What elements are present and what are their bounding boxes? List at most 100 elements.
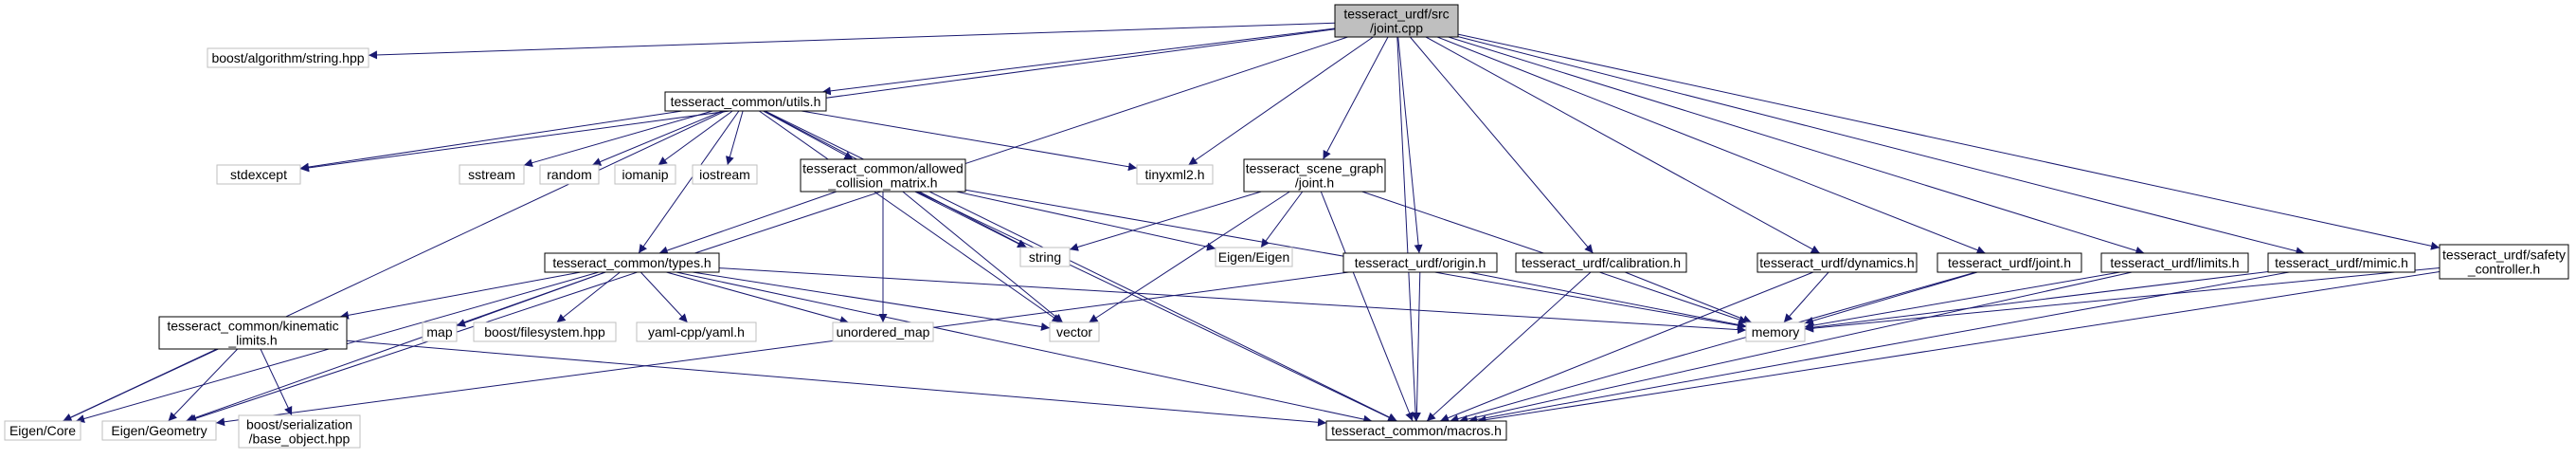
include-edge-root-to-calibration <box>1410 36 1594 254</box>
include-edge-root-to-dynamics <box>1425 36 1821 254</box>
node-safety[interactable]: tesseract_urdf/safety_controller.h <box>2439 244 2569 280</box>
node-label: /joint.h <box>1295 175 1334 191</box>
node-mimic[interactable]: tesseract_urdf/mimic.h <box>2267 252 2416 273</box>
node-box <box>216 164 301 185</box>
include-edge-root-to-macros <box>1396 36 1420 422</box>
node-box <box>4 420 81 441</box>
node-label: tesseract_urdf/safety <box>2442 248 2566 263</box>
include-edge-types-to-macros <box>676 271 1373 424</box>
node-iostream: iostream <box>692 164 758 185</box>
node-box <box>238 414 361 449</box>
node-label: iomanip <box>621 167 668 182</box>
node-label: sstream <box>468 167 515 182</box>
node-utils[interactable]: tesseract_common/utils.h <box>664 91 827 112</box>
node-acm[interactable]: tesseract_common/allowed_collision_matri… <box>800 158 966 193</box>
include-edge-mimic-to-macros <box>1468 271 2290 424</box>
node-iomanip: iomanip <box>614 164 676 185</box>
node-box <box>539 164 600 185</box>
node-label: yaml-cpp/yaml.h <box>648 324 745 340</box>
node-label: tesseract_urdf/calibration.h <box>1522 255 1681 270</box>
node-label: Eigen/Core <box>9 423 76 438</box>
node-random: random <box>539 164 600 185</box>
node-box <box>158 316 348 350</box>
include-edge-dynamics-to-memory <box>1783 271 1829 323</box>
include-edge-kin_limits-to-eigen_geometry <box>168 348 239 422</box>
include-edge-safety-to-memory <box>1804 267 2441 333</box>
include-edge-utils-to-iomanip <box>658 110 733 166</box>
include-edge-origin-to-eigen_geometry <box>215 271 1349 427</box>
node-kin_limits[interactable]: tesseract_common/kinematic_limits.h <box>158 316 348 350</box>
node-eigen_geometry: Eigen/Geometry <box>101 420 217 441</box>
node-label: boost/filesystem.hpp <box>484 324 605 340</box>
node-label: _limits.h <box>227 333 277 348</box>
node-box <box>664 91 827 112</box>
node-tinyxml2: tinyxml2.h <box>1136 164 1214 185</box>
node-dynamics[interactable]: tesseract_urdf/dynamics.h <box>1756 252 1918 273</box>
node-label: memory <box>1752 324 1800 340</box>
node-sg_joint[interactable]: tesseract_scene_graph/joint.h <box>1243 158 1386 193</box>
node-box <box>1937 252 2082 273</box>
include-edge-utils-to-iostream <box>726 110 744 166</box>
node-boost_fs: boost/filesystem.hpp <box>473 321 617 342</box>
node-vector: vector <box>1049 321 1100 342</box>
node-box <box>1515 252 1687 273</box>
node-label: tesseract_common/types.h <box>552 255 711 270</box>
include-edge-utils-to-macros <box>765 110 1397 422</box>
node-label: boost/algorithm/string.hpp <box>211 50 364 65</box>
include-edge-mimic-to-memory <box>1804 271 2269 332</box>
node-macros[interactable]: tesseract_common/macros.h <box>1325 420 1507 441</box>
node-eigen: Eigen/Eigen <box>1215 247 1293 267</box>
node-label: tesseract_urdf/joint.h <box>1948 255 2071 270</box>
node-memory: memory <box>1745 321 1806 342</box>
include-edge-utils-to-types <box>638 110 740 254</box>
node-box <box>692 164 758 185</box>
node-yaml: yaml-cpp/yaml.h <box>636 321 757 342</box>
include-edge-acm-to-macros <box>916 191 1397 422</box>
node-urdf_joint[interactable]: tesseract_urdf/joint.h <box>1937 252 2082 273</box>
node-limits[interactable]: tesseract_urdf/limits.h <box>2100 252 2249 273</box>
include-edge-dynamics-to-macros <box>1439 271 1814 422</box>
node-box <box>1745 321 1806 342</box>
node-label: tesseract_common/macros.h <box>1331 423 1502 438</box>
node-label: tesseract_common/allowed <box>802 161 964 176</box>
include-edge-origin-to-macros <box>1412 271 1421 422</box>
node-label: tesseract_scene_graph <box>1246 161 1384 176</box>
node-types[interactable]: tesseract_common/types.h <box>544 252 720 273</box>
include-edge-root-to-mimic <box>1457 36 2305 256</box>
node-label: tesseract_urdf/src <box>1343 7 1449 22</box>
node-box <box>1325 420 1507 441</box>
node-label: Eigen/Geometry <box>111 423 207 438</box>
node-origin[interactable]: tesseract_urdf/origin.h <box>1342 252 1498 273</box>
include-edge-root-to-utils <box>821 28 1336 96</box>
include-edge-utils-to-random <box>592 110 723 166</box>
node-root[interactable]: tesseract_urdf/src/joint.cpp <box>1334 4 1459 38</box>
node-eigen_core: Eigen/Core <box>4 420 81 441</box>
node-label: tesseract_urdf/mimic.h <box>2275 255 2408 270</box>
node-calibration[interactable]: tesseract_urdf/calibration.h <box>1515 252 1687 273</box>
node-sstream: sstream <box>459 164 525 185</box>
node-box <box>636 321 757 342</box>
include-edge-kin_limits-to-eigen_core <box>63 348 219 422</box>
node-label: tesseract_common/utils.h <box>671 94 821 109</box>
node-label: /base_object.hpp <box>249 431 351 447</box>
node-box <box>614 164 676 185</box>
include-edge-utils-to-vector <box>759 110 1061 323</box>
include-edge-limits-to-memory <box>1804 271 2120 330</box>
include-edge-urdf_joint-to-memory <box>1804 271 1978 325</box>
node-label: boost/serialization <box>246 417 352 432</box>
include-edge-sg_joint-to-string <box>1069 191 1262 251</box>
edge-layer <box>63 22 2441 427</box>
node-box <box>2439 244 2569 280</box>
include-edge-limits-to-macros <box>1459 271 2133 424</box>
node-label: string <box>1029 249 1061 265</box>
include-edge-root-to-eigen_geometry <box>188 36 1348 423</box>
include-edge-types-to-unordered_map <box>666 271 849 324</box>
node-label: /joint.cpp <box>1370 21 1423 36</box>
node-box <box>1019 247 1071 267</box>
node-box <box>1136 164 1214 185</box>
node-stdexcept: stdexcept <box>216 164 301 185</box>
node-box <box>832 321 934 342</box>
include-edge-acm-to-vector <box>902 191 1064 323</box>
include-edge-kin_limits-to-macros <box>346 340 1327 427</box>
node-unordered_map: unordered_map <box>832 321 934 342</box>
